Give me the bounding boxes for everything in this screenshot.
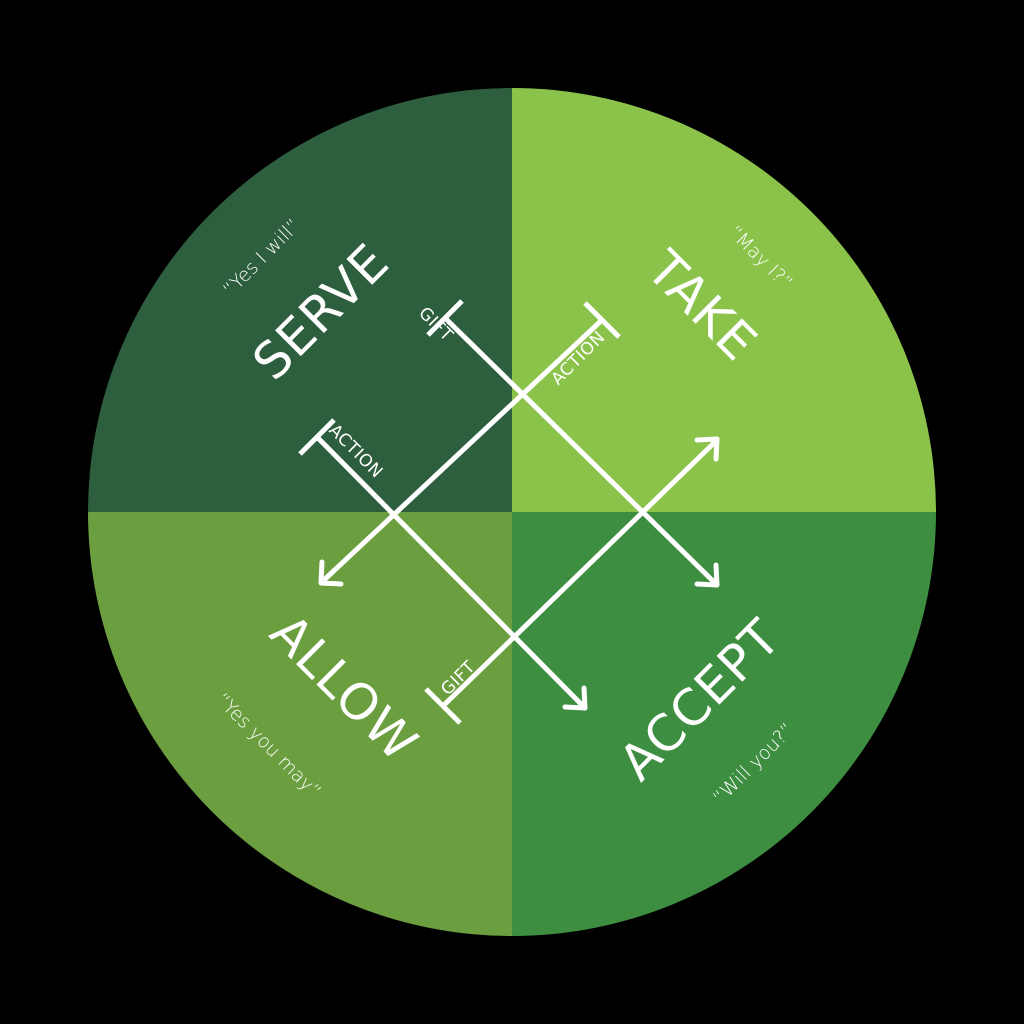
arrow-gift-bottom [424,436,720,725]
arrow-action-top [318,301,621,587]
arrow-head-icon [694,436,720,462]
action-bar [583,301,621,339]
arrow-gift-top [426,299,720,588]
arrow-head-icon [694,562,720,588]
action-bar [298,418,336,456]
gift-bar [426,299,464,337]
arrow-head-icon [562,685,588,711]
allow-quadrant [88,512,512,936]
arrow-head-icon [318,559,344,587]
wheel [88,88,936,936]
arrow-action-left [298,418,588,711]
gift-bar [424,687,462,725]
